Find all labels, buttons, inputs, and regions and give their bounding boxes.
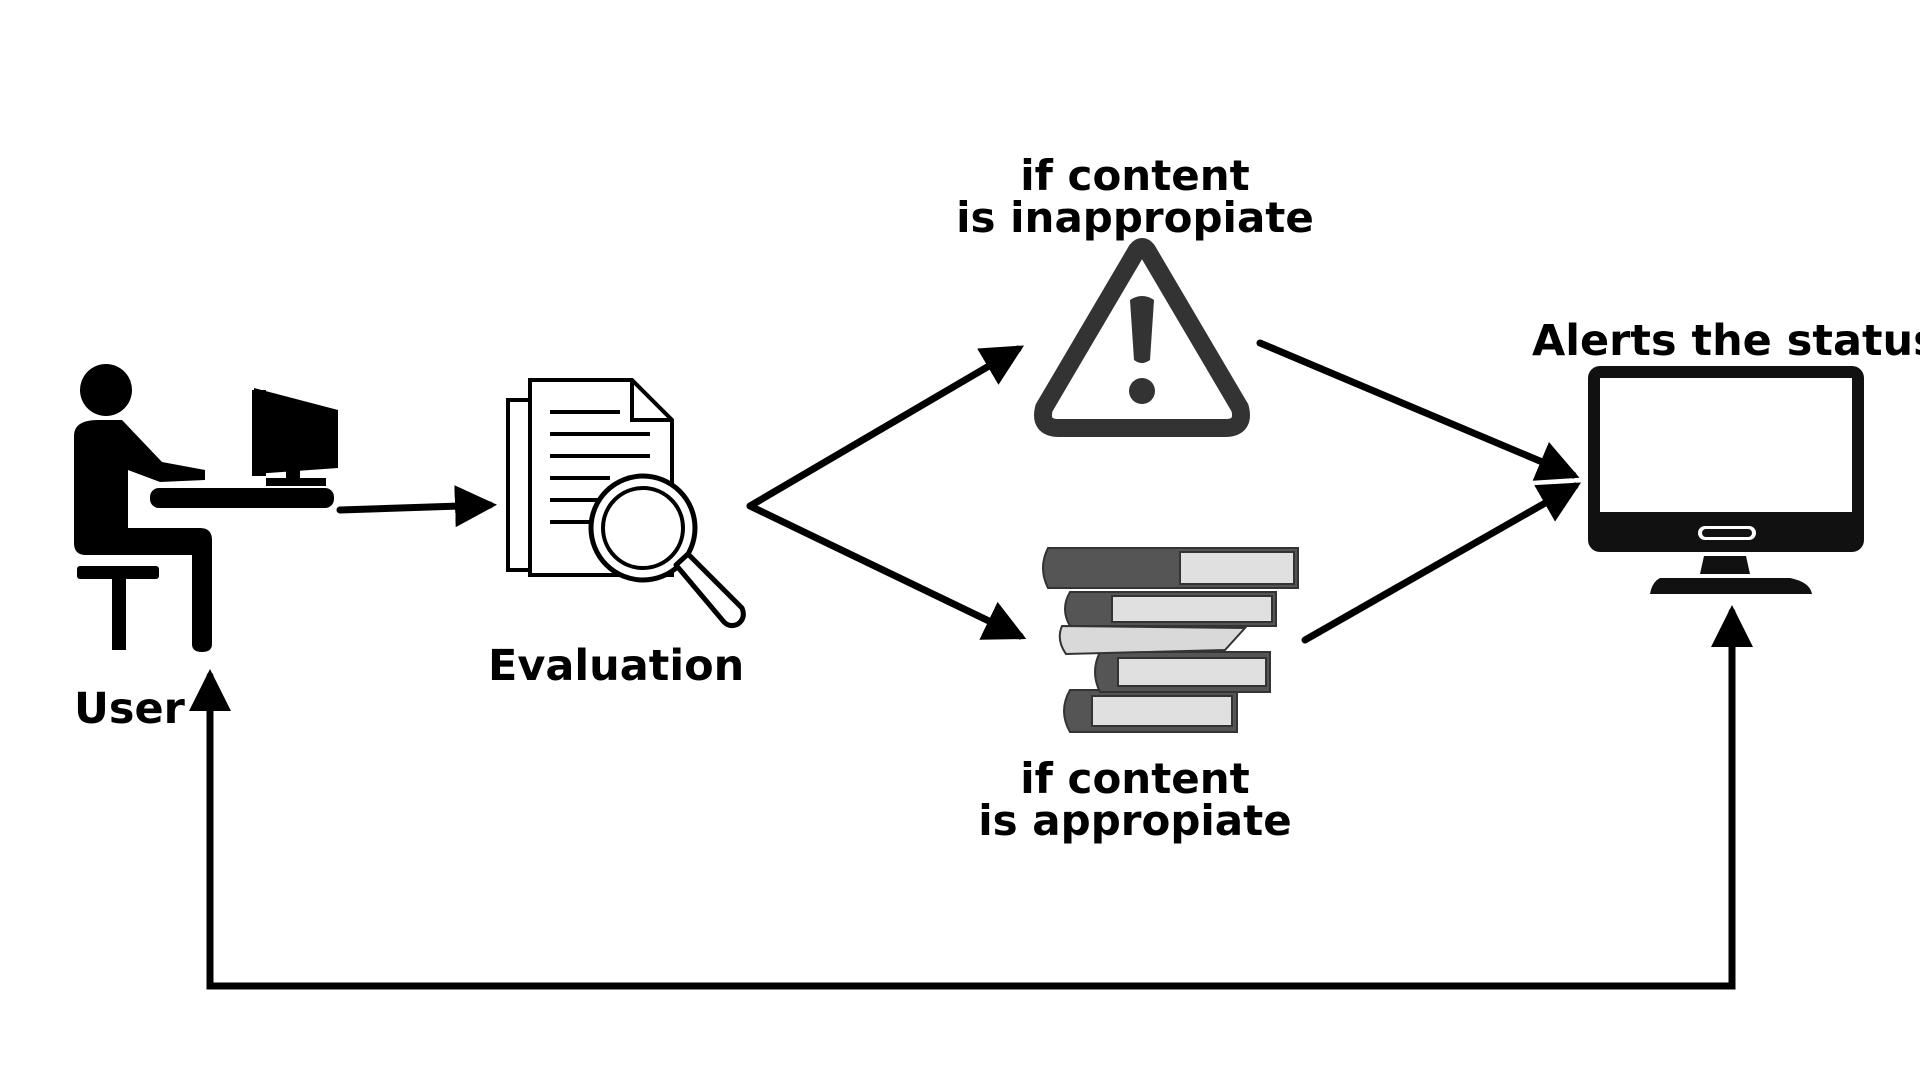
user-label: User	[74, 684, 185, 734]
arrow-evaluation-to-inappropriate	[746, 345, 1025, 510]
book-stack-icon	[1042, 547, 1299, 733]
inappropriate-label: if content is inappropiate	[935, 155, 1335, 239]
document-magnifier-icon	[506, 378, 746, 629]
warning-triangle-icon	[1034, 238, 1250, 437]
inappropriate-label-line2: is inappropiate	[956, 193, 1314, 242]
arrow-evaluation-to-appropriate	[746, 502, 1027, 640]
arrow-user-to-evaluation	[336, 485, 497, 528]
evaluation-label: Evaluation	[488, 641, 745, 691]
appropriate-label-line1: if content	[1020, 754, 1250, 803]
arrow-inappropriate-to-status	[1256, 339, 1580, 481]
monitor-icon	[1588, 366, 1864, 594]
arrow-appropriate-to-status	[1301, 482, 1582, 644]
appropriate-label: if content is appropiate	[935, 758, 1335, 842]
inappropriate-label-line1: if content	[1020, 151, 1250, 200]
appropriate-label-line2: is appropiate	[978, 796, 1292, 845]
user-at-computer-icon	[74, 364, 338, 652]
alerts-status-label: Alerts the status	[1532, 316, 1920, 366]
